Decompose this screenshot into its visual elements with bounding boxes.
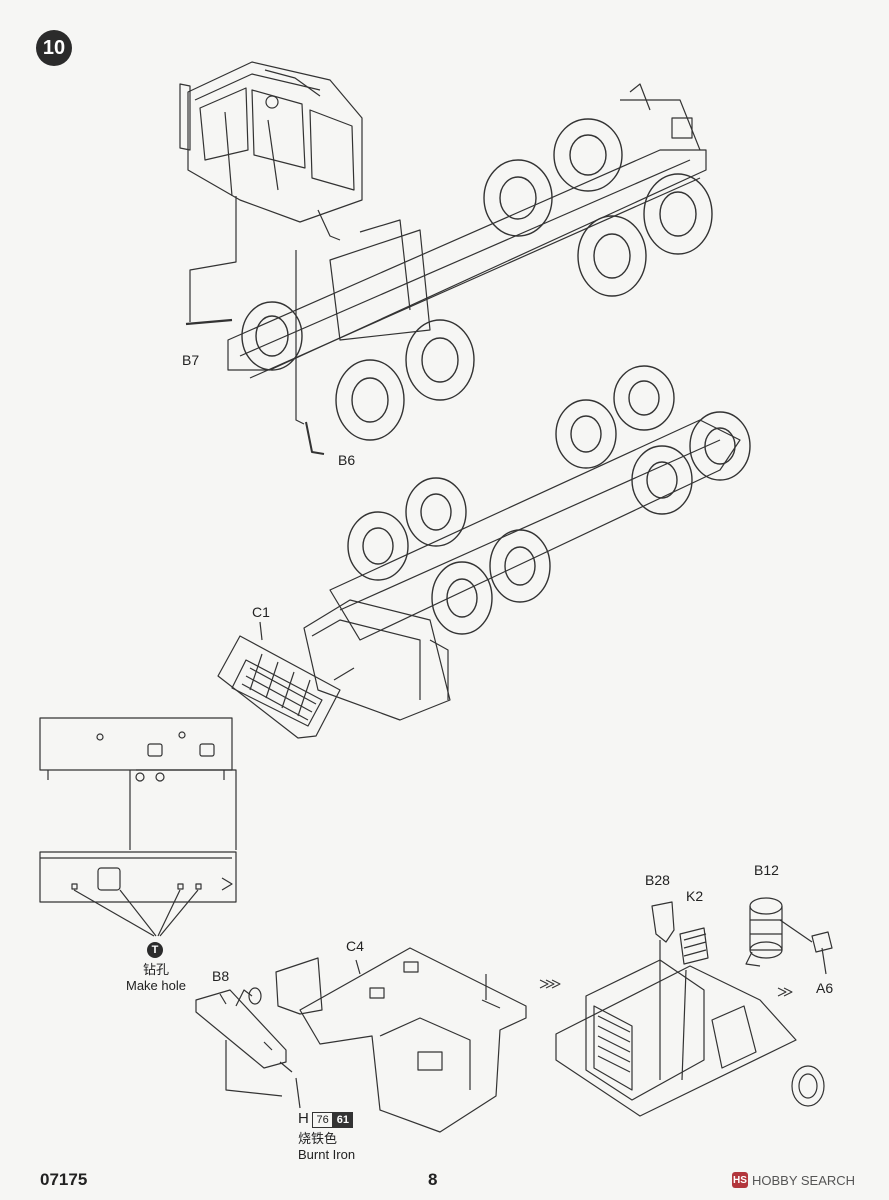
kit-number: 07175 (40, 1170, 88, 1189)
paint-name-cn: 烧铁色 (298, 1130, 338, 1146)
page-number: 8 (428, 1170, 438, 1189)
part-b12-drawing (745, 897, 813, 967)
part-label-a6: A6 (816, 980, 834, 996)
watermark-text: HOBBY SEARCH (752, 1172, 856, 1188)
frame-c4-drawing (275, 947, 527, 1133)
hobby-search-logo-icon: HS (732, 1172, 748, 1188)
drill-icon: T (147, 942, 163, 958)
part-k2-drawing (679, 927, 709, 1081)
part-label-k2: K2 (686, 888, 704, 904)
paint-letter: H (298, 1110, 309, 1127)
part-label-c4: C4 (346, 938, 364, 954)
step-number-badge: 10 (36, 30, 72, 66)
engine-deck-drawing (555, 959, 825, 1117)
part-a6-drawing (811, 931, 833, 975)
part-label-b7: B7 (182, 352, 200, 368)
paint-code-2: 61 (332, 1111, 353, 1128)
drill-caption-cn: 钻孔 (142, 962, 169, 977)
part-label-b28: B28 (645, 872, 670, 888)
exhaust-b8-drawing (195, 987, 293, 1097)
paint-name-en: Burnt Iron (298, 1146, 356, 1162)
grille-c1-drawing (217, 635, 355, 739)
part-label-b12: B12 (754, 862, 779, 878)
drill-caption: 钻孔 Make hole (110, 962, 202, 994)
chassis-middle-drawing (303, 365, 751, 721)
part-label-c1: C1 (252, 604, 270, 620)
hobby-search-watermark: HS HOBBY SEARCH (732, 1172, 855, 1188)
drill-caption-en: Make hole (126, 978, 186, 993)
part-label-b8: B8 (212, 968, 230, 984)
chassis-top-drawing (227, 83, 713, 441)
part-b28-drawing (651, 901, 675, 1080)
cab-drawing (179, 61, 363, 241)
part-label-b6: B6 (338, 452, 356, 468)
paint-code-1: 76 (312, 1111, 333, 1128)
drill-detail-drawing (39, 717, 237, 937)
